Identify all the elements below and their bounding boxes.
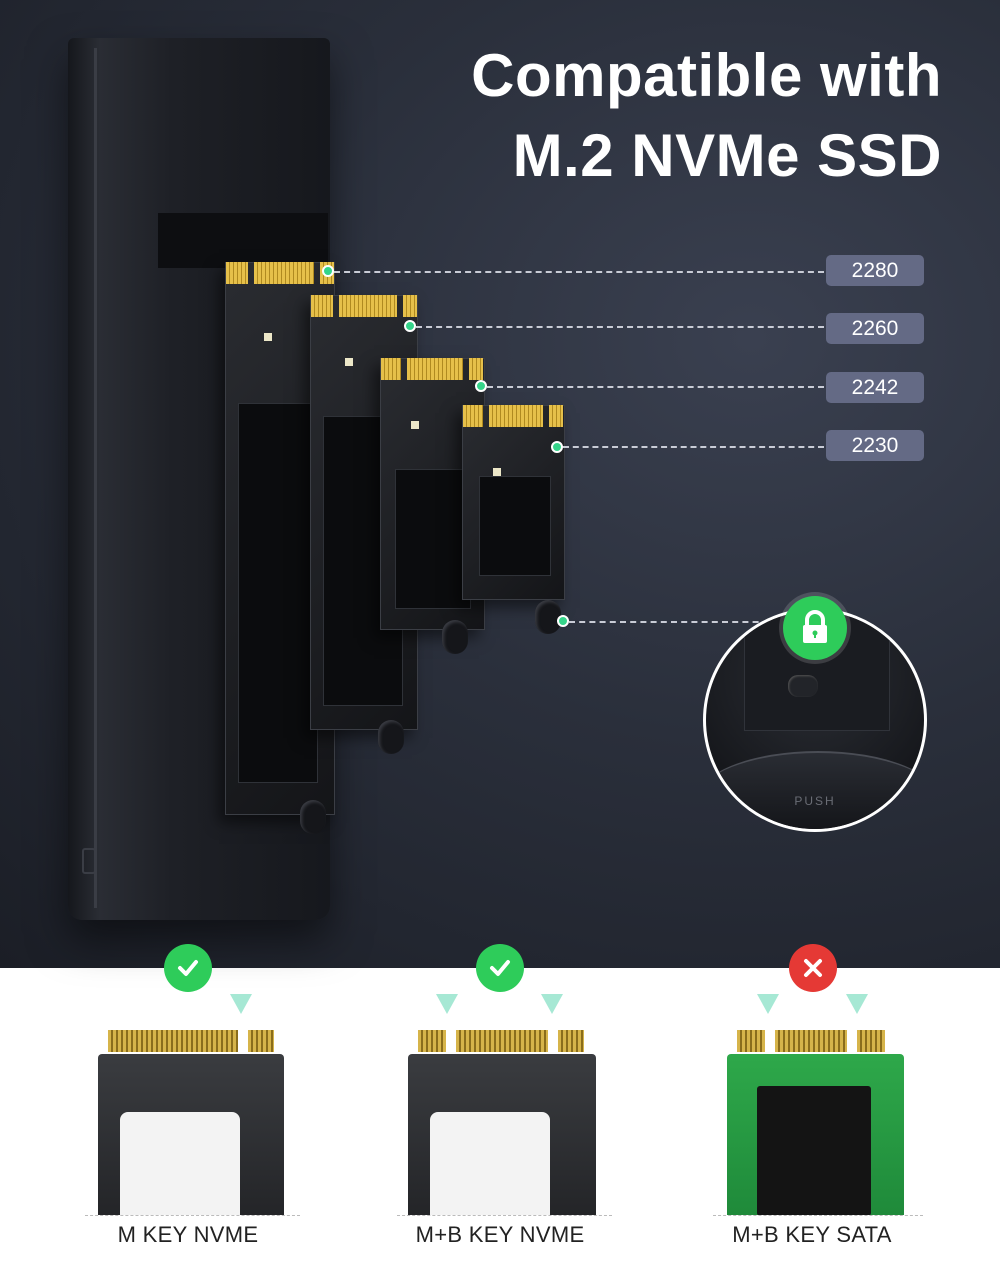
key-notch-marker	[541, 994, 563, 1014]
ssd-sticker	[120, 1112, 240, 1215]
cross-icon	[789, 944, 837, 992]
product-hero: Compatible with M.2 NVMe SSD 2280 22	[0, 0, 1000, 968]
key-notch-marker	[436, 994, 458, 1014]
key-notch-marker	[230, 994, 252, 1014]
type-label-mb-key-sata: M+B KEY SATA	[732, 1222, 892, 1247]
baseline	[713, 1215, 923, 1216]
marker-dot	[404, 320, 416, 332]
type-label-mb-key-nvme: M+B KEY NVME	[415, 1222, 585, 1247]
usb-port	[82, 848, 96, 874]
lock-icon	[783, 596, 847, 660]
headline-line-2: M.2 NVMe SSD	[512, 122, 942, 189]
ssd-mb-key-nvme	[408, 1030, 596, 1215]
leader-line	[416, 326, 824, 328]
size-label-2260: 2260	[826, 313, 924, 344]
headline: Compatible with M.2 NVMe SSD	[471, 36, 942, 196]
ssd-card-2230	[462, 405, 565, 600]
screwless-latch	[300, 800, 326, 834]
baseline	[85, 1215, 300, 1216]
screwless-latch	[535, 600, 561, 634]
ssd-sticker	[430, 1112, 550, 1215]
m2-slot	[158, 213, 328, 268]
leader-line	[487, 386, 824, 388]
size-label-2280: 2280	[826, 255, 924, 286]
headline-line-1: Compatible with	[471, 42, 942, 109]
size-label-2230: 2230	[826, 430, 924, 461]
marker-dot	[322, 265, 334, 277]
nand-chip	[757, 1086, 871, 1215]
push-text: PUSH	[794, 794, 836, 808]
enclosure-rail	[94, 48, 97, 908]
marker-dot	[551, 441, 563, 453]
key-notch-marker	[846, 994, 868, 1014]
key-notch-marker	[757, 994, 779, 1014]
check-icon	[476, 944, 524, 992]
leader-line	[569, 621, 779, 623]
latch-knob	[788, 675, 818, 697]
size-label-2242: 2242	[826, 372, 924, 403]
ssd-mb-key-sata	[727, 1030, 904, 1215]
baseline	[397, 1215, 612, 1216]
check-icon	[164, 944, 212, 992]
type-label-m-key-nvme: M KEY NVME	[117, 1222, 259, 1247]
leader-line	[334, 271, 824, 273]
marker-dot	[475, 380, 487, 392]
ssd-card-2242	[380, 358, 485, 630]
screwless-latch	[442, 620, 468, 654]
leader-line	[563, 446, 824, 448]
ssd-m-key-nvme	[98, 1030, 284, 1215]
marker-dot	[557, 615, 569, 627]
screwless-latch	[378, 720, 404, 754]
